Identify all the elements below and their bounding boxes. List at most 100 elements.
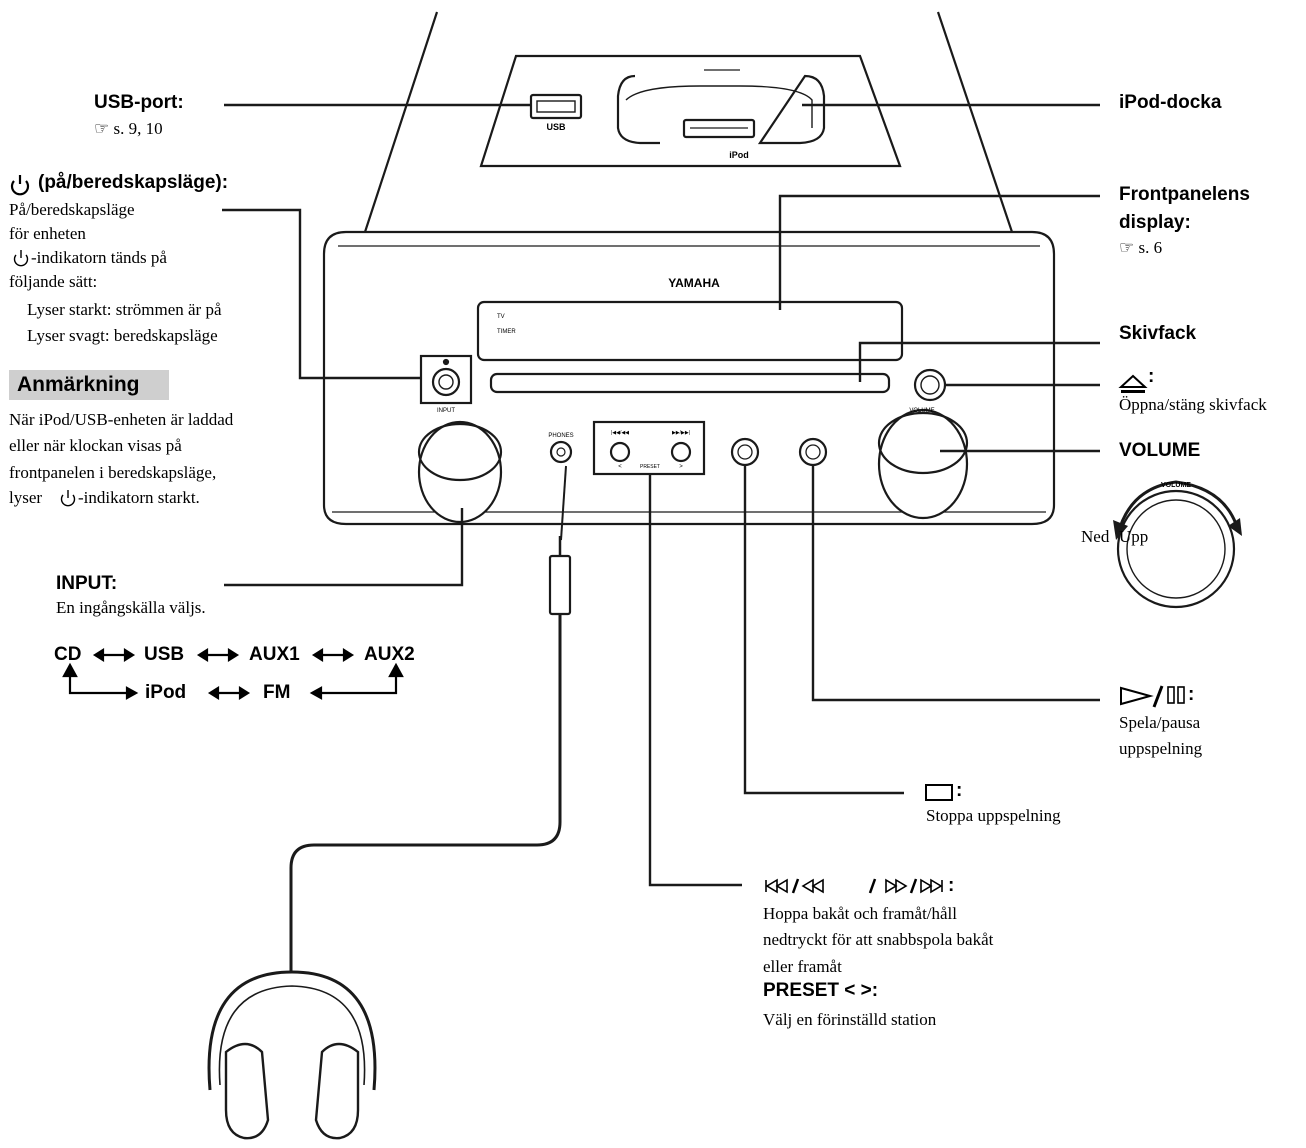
disc-tray	[489, 372, 891, 394]
volume-dial	[1116, 489, 1236, 609]
leader-skip	[648, 474, 742, 887]
source-aux2: AUX2	[364, 644, 415, 665]
power-line-1: På/beredskapsläge	[9, 200, 135, 219]
power-icon	[10, 175, 30, 196]
source-aux1: AUX1	[249, 644, 300, 665]
eject-callout-title: :	[1148, 366, 1155, 387]
input-knob-top	[417, 422, 503, 482]
display-callout-ref: ☞ s. 6	[1119, 238, 1163, 257]
power-icon-inline-2	[60, 490, 76, 507]
eject-icon	[1118, 374, 1148, 393]
note-heading: Anmärkning	[17, 373, 140, 396]
top-left-edge	[363, 11, 439, 233]
front-display	[476, 300, 904, 362]
tray-callout-title: Skivfack	[1119, 323, 1197, 344]
volume-knob-top	[877, 411, 969, 475]
ipod-dock-inner	[625, 85, 813, 128]
power-line-4: följande sätt:	[9, 272, 98, 291]
note-line-1: När iPod/USB-enheten är laddad	[9, 410, 234, 429]
eject-button	[913, 368, 947, 402]
play-pause-icon	[1120, 685, 1185, 708]
power-button-frame	[419, 354, 473, 405]
play-callout-title: :	[1188, 684, 1195, 705]
usb-callout-ref: ☞ s. 9, 10	[94, 119, 163, 138]
power-button	[431, 367, 461, 397]
volume-dial-label: VOLUME	[1161, 482, 1191, 489]
stop-callout-desc: Stoppa uppspelning	[926, 806, 1061, 825]
input-callout-title: INPUT:	[56, 573, 118, 594]
preset-callout-title: PRESET < >:	[763, 980, 879, 1001]
leader-tray	[858, 341, 1100, 382]
skip-callout-title: :	[948, 875, 955, 896]
source-ipod: iPod	[145, 682, 187, 703]
eject-callout-desc: Öppna/stäng skivfack	[1119, 395, 1267, 414]
note-line-2: eller när klockan visas på	[9, 436, 182, 455]
volume-down-label: Ned	[1081, 527, 1110, 546]
usb-callout-title: USB-port:	[94, 92, 184, 113]
ipod-callout-title: iPod-docka	[1119, 92, 1222, 113]
power-line-3: -indikatorn tänds på	[31, 248, 167, 267]
headphone-cable	[289, 614, 562, 972]
svg-text:<: <	[618, 464, 622, 470]
ipod-connector	[682, 118, 756, 139]
leader-stop	[743, 465, 904, 795]
power-icon-inline-1	[13, 250, 29, 267]
volume-up-label: Upp	[1119, 527, 1149, 546]
input-callout-desc: En ingångskälla väljs.	[56, 598, 206, 617]
leader-play	[811, 465, 1100, 702]
skip-line-3: eller framåt	[763, 957, 842, 976]
phones-label: PHONES	[548, 433, 573, 439]
headphone-band	[207, 970, 377, 1091]
volume-dial-arrow	[1116, 480, 1238, 535]
skip-line-2: nedtryckt för att snabbspola bakåt	[763, 930, 994, 949]
note-line-5: -indikatorn starkt.	[78, 488, 200, 507]
stop-button	[730, 437, 760, 467]
power-line-6: Lyser svagt: beredskapsläge	[27, 326, 218, 345]
source-cd: CD	[54, 644, 82, 665]
indicator-timer: TIMER	[497, 329, 516, 335]
power-line-2: för enheten	[9, 224, 86, 243]
main-body	[322, 230, 1056, 526]
note-line-3: frontpanelen i beredskapsläge,	[9, 463, 217, 482]
stop-callout-title: :	[956, 780, 963, 801]
leader-power	[222, 208, 421, 380]
skip-line-1: Hoppa bakåt och framåt/håll	[763, 904, 958, 923]
leader-input	[224, 508, 464, 587]
volume-knob	[877, 408, 969, 520]
ipod-dock-cavity	[616, 74, 826, 145]
svg-text:>: >	[679, 464, 683, 470]
usb-port-label: USB	[546, 122, 566, 132]
leader-display	[778, 194, 1100, 310]
indicator-tv: TV	[497, 314, 505, 320]
dock-plate	[479, 54, 902, 168]
skip-left-label: |◀◀/◀◀	[611, 430, 629, 436]
ipod-dock-label: iPod	[729, 150, 749, 160]
display-callout-title-2: display:	[1119, 212, 1191, 233]
preset-callout-desc: Välj en förinställd station	[763, 1010, 937, 1029]
display-callout-title-1: Frontpanelens	[1119, 184, 1250, 205]
input-knob-label: INPUT	[437, 408, 455, 414]
skip-icon	[765, 878, 943, 894]
power-line-5: Lyser starkt: strömmen är på	[27, 300, 222, 319]
source-fm: FM	[263, 682, 291, 703]
input-knob	[417, 420, 503, 524]
skip-right-label: ▶▶/▶▶|	[672, 430, 690, 436]
note-heading-box: Anmärkning	[9, 370, 169, 400]
headphone-left-cup	[224, 1042, 270, 1140]
headphone-right-cup	[314, 1042, 360, 1140]
stop-icon	[925, 784, 953, 801]
play-line-1: Spela/pausa	[1119, 713, 1201, 732]
headphone-plug	[548, 554, 572, 616]
volume-callout-title: VOLUME	[1119, 440, 1201, 461]
play-line-2: uppspelning	[1119, 739, 1203, 758]
power-callout-title: (på/beredskapsläge):	[38, 172, 229, 193]
source-usb: USB	[144, 644, 185, 665]
input-source-flow	[62, 648, 404, 700]
volume-knob-label: VOLUME	[909, 408, 934, 414]
top-right-edge	[936, 11, 1014, 233]
phones-jack	[549, 440, 573, 464]
note-line-4: lyser	[9, 488, 43, 507]
preset-label: PRESET	[640, 464, 660, 470]
play-pause-button	[798, 437, 828, 467]
